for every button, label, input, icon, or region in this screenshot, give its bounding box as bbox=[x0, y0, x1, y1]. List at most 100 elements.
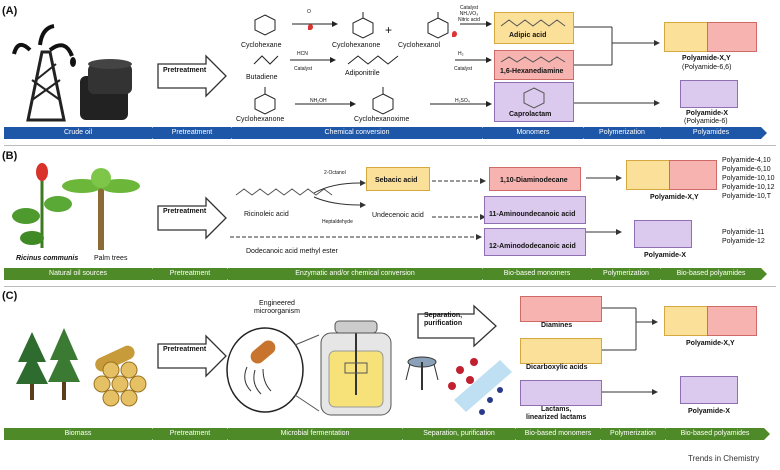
butadiene-row-structures bbox=[253, 55, 492, 65]
catalyst-label: Catalyst bbox=[294, 66, 313, 72]
catalyst2-label: Catalyst bbox=[454, 66, 473, 72]
hexanediamine-box: 1,6-Hexanediamine bbox=[494, 50, 574, 80]
polyamide-x-purple bbox=[680, 376, 738, 404]
bar-step: Microbial fermentation bbox=[228, 428, 408, 440]
separation-label: Separation, purification bbox=[424, 312, 463, 327]
catalyst-nitric-label: Catalyst NH₄VO₃ Nitric acid bbox=[458, 5, 480, 23]
bar-step: Chemical conversion bbox=[232, 127, 488, 139]
footer-credit: Trends in Chemistry bbox=[688, 454, 760, 463]
biomass-illustration bbox=[16, 328, 147, 407]
dicarboxylic-box bbox=[520, 338, 602, 364]
divider bbox=[4, 145, 776, 146]
polymerization-arrows bbox=[586, 175, 622, 235]
process-bar-a: Crude oil Pretreatment Chemical conversi… bbox=[4, 127, 767, 139]
oil-rig-illustration bbox=[12, 24, 132, 122]
caprolactam-box: Caprolactam bbox=[494, 82, 574, 122]
bar-step: Monomers bbox=[483, 127, 589, 139]
cyclohexanol-label: Cyclohexanol bbox=[398, 42, 441, 49]
bar-step: Enzymatic and/or chemical conversion bbox=[228, 268, 488, 280]
h2-label: H₂ bbox=[458, 51, 464, 57]
polyamide-xy-yellow bbox=[664, 306, 708, 336]
polyamide-xy-yellow bbox=[626, 160, 670, 190]
pretreatment-arrow bbox=[157, 54, 227, 98]
polyamide-xy-red bbox=[669, 160, 717, 190]
polyamide-x-label: Polyamide-X bbox=[644, 252, 687, 259]
adiponitrile-label: Adiponitrile bbox=[345, 70, 380, 77]
separation-arrow bbox=[417, 304, 497, 348]
polyamide-list-item: Polyamide-12 bbox=[722, 238, 765, 245]
cyclohexanone-row-structures bbox=[254, 87, 492, 115]
polyamide-x-sub: (Polyamide-6) bbox=[684, 118, 728, 125]
butadiene-label: Butadiene bbox=[246, 74, 278, 81]
palm-label: Palm trees bbox=[94, 255, 128, 262]
polymerization-connectors bbox=[574, 26, 660, 106]
polyamide-xy-label: Polyamide-X,Y bbox=[686, 340, 735, 347]
bar-step: Bio-based polyamides bbox=[666, 428, 770, 440]
aminoundecanoic-box: 11-Aminoundecanoic acid bbox=[484, 196, 586, 224]
hcn-label: HCN bbox=[297, 51, 308, 57]
diamines-box bbox=[520, 296, 602, 322]
polyamide-xy-yellow bbox=[664, 22, 708, 52]
adipic-acid-box: Adipic acid bbox=[494, 12, 574, 44]
dicarboxylic-label: Dicarboxylic acids bbox=[526, 364, 588, 371]
h2so4-label: H₂SO₄ bbox=[455, 98, 470, 104]
o2-label: O bbox=[307, 9, 311, 15]
cyclohexanone2-label: Cyclohexanone bbox=[236, 116, 285, 123]
polyamide-list-item: Polyamide-11 bbox=[722, 229, 765, 236]
bar-step: Polyamides bbox=[661, 127, 767, 139]
panel-label-a: (A) bbox=[2, 5, 18, 17]
dashed-arrow bbox=[230, 234, 482, 240]
cyclohexane-label: Cyclohexane bbox=[241, 42, 282, 49]
cyclohexane-row-structures bbox=[254, 12, 492, 39]
polyamide-x-label: Polyamide-X bbox=[688, 408, 731, 415]
branch-arrows bbox=[313, 180, 366, 208]
engineered-label: Engineered microorganism bbox=[254, 300, 300, 315]
pretreatment-arrow bbox=[157, 334, 227, 378]
hexanediamine-label: 1,6-Hexanediamine bbox=[500, 68, 564, 75]
aminododecanoic-box: 12-Aminododecanoic acid bbox=[484, 228, 586, 256]
bar-step: Separation, purification bbox=[403, 428, 521, 440]
polyamide-list-item: Polyamide-6,10 bbox=[722, 166, 771, 173]
ricinoleic-label: Ricinoleic acid bbox=[244, 211, 289, 218]
flame-icon bbox=[308, 24, 313, 30]
polyamide-list-item: Polyamide-10,10 bbox=[722, 175, 775, 182]
bar-step: Polymerization bbox=[584, 127, 666, 139]
panel-label-b: (B) bbox=[2, 150, 18, 162]
cyclohexanone-label: Cyclohexanone bbox=[332, 42, 381, 49]
bar-step: Biomass bbox=[4, 428, 158, 440]
diamines-label: Diamines bbox=[541, 322, 573, 329]
lactams-box bbox=[520, 380, 602, 406]
polyamide-x-purple bbox=[680, 80, 738, 108]
polyamide-xy-label: Polyamide-X,Y bbox=[682, 55, 731, 62]
process-bar-b: Natural oil sources Pretreatment Enzymat… bbox=[4, 268, 767, 280]
bar-step: Polymerization bbox=[592, 268, 666, 280]
bar-step: Crude oil bbox=[4, 127, 158, 139]
plus-sign: + bbox=[385, 23, 393, 37]
process-bar-c: Biomass Pretreatment Microbial fermentat… bbox=[4, 428, 770, 440]
methylester-label: Dodecanoic acid methyl ester bbox=[246, 248, 338, 255]
bar-step: Bio-based polyamides bbox=[661, 268, 767, 280]
bar-step: Polymerization bbox=[601, 428, 671, 440]
fermenter-illustration bbox=[226, 320, 392, 416]
diamino-label: 1,10-Diaminodecane bbox=[500, 177, 568, 184]
polyamide-list-item: Polyamide-10,12 bbox=[722, 184, 775, 191]
polyamide-xy-sub: (Polyamide-6,6) bbox=[682, 64, 732, 71]
polyamide-x-purple bbox=[634, 220, 692, 248]
ricinus-label: Ricinus communis bbox=[16, 255, 79, 262]
ricinoleic-structure bbox=[235, 188, 333, 196]
dashed-arrow bbox=[432, 178, 486, 184]
polyamide-xy-red bbox=[707, 306, 757, 336]
polymerization-connectors bbox=[602, 307, 658, 395]
bar-step: Bio-based monomers bbox=[483, 268, 597, 280]
pretreatment-label: Pretreatment bbox=[163, 67, 207, 74]
diamino-box: 1,10-Diaminodecane bbox=[489, 167, 581, 191]
pretreatment-label: Pretreatment bbox=[163, 208, 207, 215]
polyamide-xy-red bbox=[707, 22, 757, 52]
lactams-label: Lactams, linearized lactams bbox=[526, 406, 587, 421]
dashed-arrow bbox=[432, 214, 486, 220]
bar-step: Bio-based monomers bbox=[516, 428, 606, 440]
separation-illustration bbox=[405, 356, 512, 415]
pretreatment-label: Pretreatment bbox=[163, 346, 207, 353]
bar-step: Pretreatment bbox=[153, 268, 233, 280]
bar-step: Natural oil sources bbox=[4, 268, 158, 280]
